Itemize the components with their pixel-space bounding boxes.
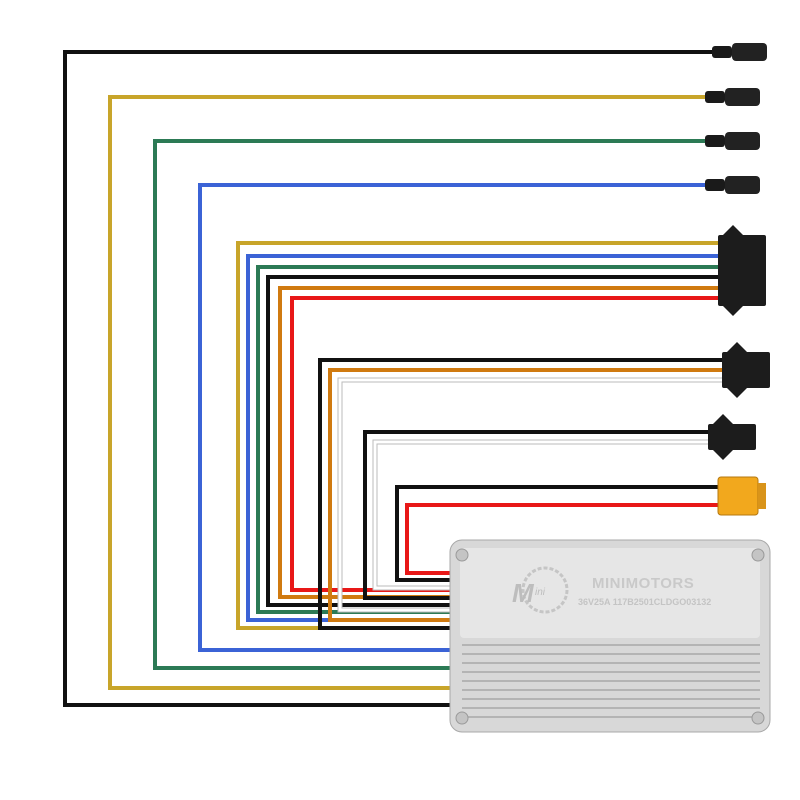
wire bbox=[198, 183, 705, 652]
wire bbox=[328, 368, 722, 622]
wire bbox=[338, 378, 722, 612]
dc-barrel-connector bbox=[705, 91, 725, 103]
wire bbox=[318, 358, 722, 630]
dc-barrel-connector bbox=[705, 179, 725, 191]
mounting-screw bbox=[751, 548, 765, 562]
wire bbox=[108, 95, 705, 690]
xt60-connector bbox=[717, 476, 759, 516]
dc-barrel-connector-head bbox=[732, 43, 767, 61]
dc-barrel-connector-head bbox=[725, 132, 760, 150]
dc-barrel-connector-head bbox=[725, 88, 760, 106]
logo-mark: M bbox=[512, 578, 535, 608]
dc-barrel-connector bbox=[705, 135, 725, 147]
wire bbox=[395, 485, 718, 582]
controller-label-area bbox=[460, 548, 760, 638]
2-pin-connector bbox=[708, 424, 756, 450]
controller-model: 36V25A 117B2501CLDGO03132 bbox=[578, 597, 712, 607]
logo-gear-icon bbox=[521, 566, 569, 614]
wire bbox=[405, 503, 718, 575]
wire bbox=[153, 139, 705, 670]
connector-latch bbox=[713, 414, 733, 460]
controller-brand: MINIMOTORS bbox=[592, 575, 695, 592]
wire bbox=[373, 440, 708, 590]
mounting-screw bbox=[751, 711, 765, 725]
wire bbox=[363, 430, 708, 600]
logo-text: ini bbox=[535, 587, 546, 598]
wire bbox=[63, 50, 712, 707]
connector-latch bbox=[723, 225, 743, 316]
mounting-screw bbox=[455, 548, 469, 562]
dc-barrel-connector-head bbox=[725, 176, 760, 194]
3-pin-connector bbox=[722, 352, 770, 388]
dc-barrel-connector bbox=[712, 46, 732, 58]
6-pin-connector bbox=[718, 235, 766, 306]
wire bbox=[266, 275, 718, 607]
xt60-connector-tip bbox=[758, 483, 766, 509]
mounting-screw bbox=[455, 711, 469, 725]
